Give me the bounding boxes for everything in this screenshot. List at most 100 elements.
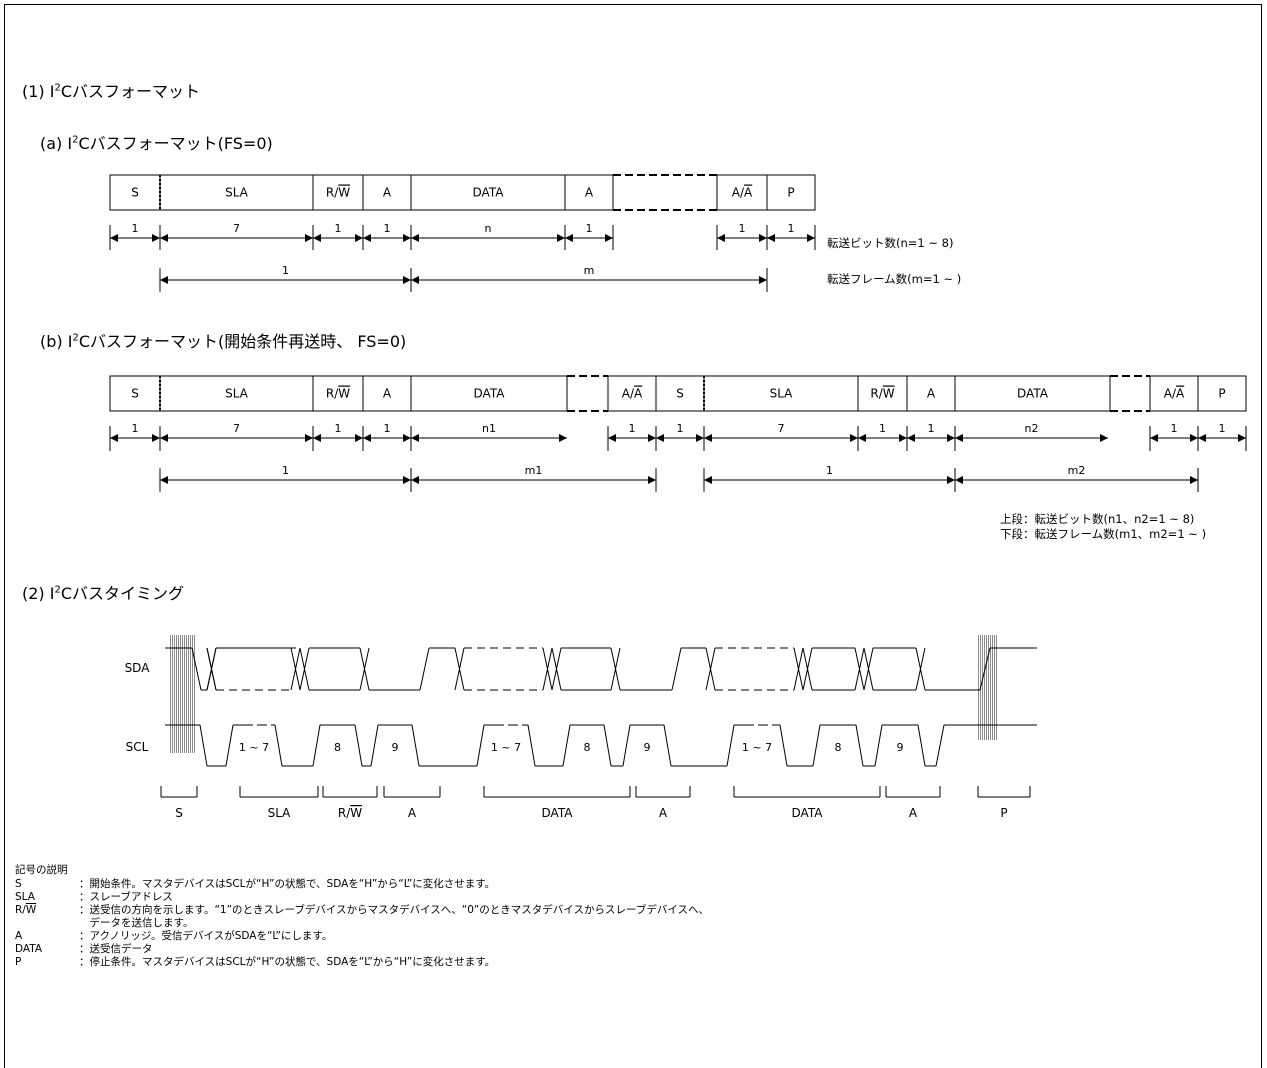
format-b-field-label: A [383, 387, 392, 401]
scl-trace [812, 724, 821, 767]
format-b-field-label: S [676, 387, 684, 401]
format-b-field-label: S [131, 387, 139, 401]
scl-pulse-label: 9 [392, 741, 399, 754]
sda-trace [671, 647, 682, 691]
sda-trace [854, 647, 865, 691]
format-b-cell [1197, 375, 1247, 412]
arrow-head [1190, 434, 1198, 442]
arrow-head [656, 434, 664, 442]
scl-trace [855, 724, 864, 767]
format-b-field-label: A [927, 387, 936, 401]
legend-row: SLA：スレーブアドレス [15, 891, 709, 904]
scl-trace [476, 724, 485, 767]
scl-trace [726, 724, 735, 767]
sda-trace [802, 647, 813, 691]
format-a-frame-dim-label: 1 [282, 264, 289, 277]
arrow-head [704, 434, 712, 442]
legend-desc: ：送受信の方向を示します。“1”のときスレーブデバイスからマスタデバイスへ、“0… [79, 904, 710, 916]
arrow-head [1238, 434, 1246, 442]
sda-trace [290, 647, 301, 691]
heading-bus-format: (1) I2Cバスフォーマット [22, 82, 201, 101]
format-a-cell [766, 174, 816, 211]
format-a-frames-note: 転送フレーム数(m=1 ~ ) [827, 272, 962, 286]
format-b-cell [954, 375, 1111, 412]
arrow-head [152, 234, 160, 242]
legend-desc: データを送信します。 [79, 917, 194, 929]
legend-key: R/W [15, 904, 37, 916]
segment-label: DATA [792, 806, 824, 820]
scl-trace [354, 724, 363, 767]
sda-trace [299, 647, 310, 691]
arrow-head [363, 434, 371, 442]
legend: 記号の説明 S：開始条件。マスタデバイスはSCLが“H”の状態で、SDAを“H”… [15, 864, 709, 969]
scl-pulse-label: 8 [835, 741, 842, 754]
heading-format-b: (b) I2Cバスフォーマット(開始条件再送時、 FS=0) [40, 332, 407, 351]
arrow-head [858, 434, 866, 442]
format-a-field-label: SLA [225, 186, 249, 200]
arrow-head [1150, 434, 1158, 442]
sda-trace [915, 647, 926, 691]
arrow-head [411, 234, 419, 242]
legend-key: A [15, 930, 23, 942]
arrow-head [648, 476, 656, 484]
format-a-bit-dim-label: 1 [739, 222, 746, 235]
segment-label: P [1000, 806, 1007, 820]
arrow-head [807, 234, 815, 242]
arrow-head [152, 434, 160, 442]
arrow-head [759, 276, 767, 284]
format-a-field-label: DATA [473, 186, 505, 200]
legend-desc: ：スレーブアドレス [79, 891, 173, 903]
format-b-field-label: A/A [1164, 387, 1185, 401]
arrow-head [363, 234, 371, 242]
sda-trace [419, 647, 430, 691]
sda-trace [551, 647, 562, 691]
arrow-head [411, 434, 419, 442]
sda-trace [191, 647, 202, 691]
arrow-head [955, 476, 963, 484]
legend-row: A：アクノリッジ。受信デバイスがSDAを“L”にします。 [15, 930, 709, 943]
arrow-head [411, 276, 419, 284]
format-b-bit-dim-label: 1 [384, 422, 391, 435]
scl-trace [411, 724, 420, 767]
format-a-bit-dim-label: 1 [788, 222, 795, 235]
legend-row: R/W ：送受信の方向を示します。“1”のときスレーブデバイスからマスタデバイスへ… [15, 904, 709, 917]
scl-trace [562, 724, 571, 767]
segment-label: DATA [542, 806, 574, 820]
format-b-field-label: DATA [474, 387, 506, 401]
arrow-head [648, 434, 656, 442]
arrow-head [355, 434, 363, 442]
segment-label: A [909, 806, 918, 820]
format-a-bit-dim-label: 1 [132, 222, 139, 235]
format-a-bit-dim-label: 1 [586, 222, 593, 235]
scl-trace [663, 724, 672, 767]
legend-desc: ：停止条件。マスタデバイスはSCLが“H”の状態で、SDAを“L”から“H”に変… [79, 956, 496, 968]
format-b-bit-dim-label: 1 [1219, 422, 1226, 435]
scl-pulse-label: 8 [334, 741, 341, 754]
format-a-field-label: P [787, 186, 794, 200]
scl-pulse-label: 1 ~ 7 [742, 741, 772, 754]
legend-row: データを送信します。 [15, 917, 709, 930]
format-b-frame-dim-label: 1 [282, 464, 289, 477]
segment-label: SLA [268, 806, 292, 820]
sda-trace [793, 647, 804, 691]
format-b-note-frames: 下段：転送フレーム数(m1、m2=1 ~ ) [1000, 527, 1207, 541]
segment-label: A [408, 806, 417, 820]
legend-key: S [15, 878, 22, 890]
scl-trace [199, 724, 208, 767]
scl-trace [527, 724, 536, 767]
arrow-head [1198, 434, 1206, 442]
format-b-bit-dim-label: 7 [778, 422, 785, 435]
format-a-field-label: A [383, 186, 392, 200]
arrow-head [557, 234, 565, 242]
format-b-frame-dim-label: 1 [826, 464, 833, 477]
format-b-field-label: R/W [326, 387, 350, 401]
legend-row: S：開始条件。マスタデバイスはSCLが“H”の状態で、SDAを“H”から“L”に… [15, 878, 709, 891]
format-a-cell [564, 174, 614, 211]
format-a-field-label: R/W [326, 186, 350, 200]
scl-label: SCL [126, 740, 149, 754]
format-b-frame-dim-label: m2 [1068, 464, 1086, 477]
scl-pulse-label: 8 [584, 741, 591, 754]
sda-trace [863, 647, 874, 691]
arrow-head [403, 276, 411, 284]
